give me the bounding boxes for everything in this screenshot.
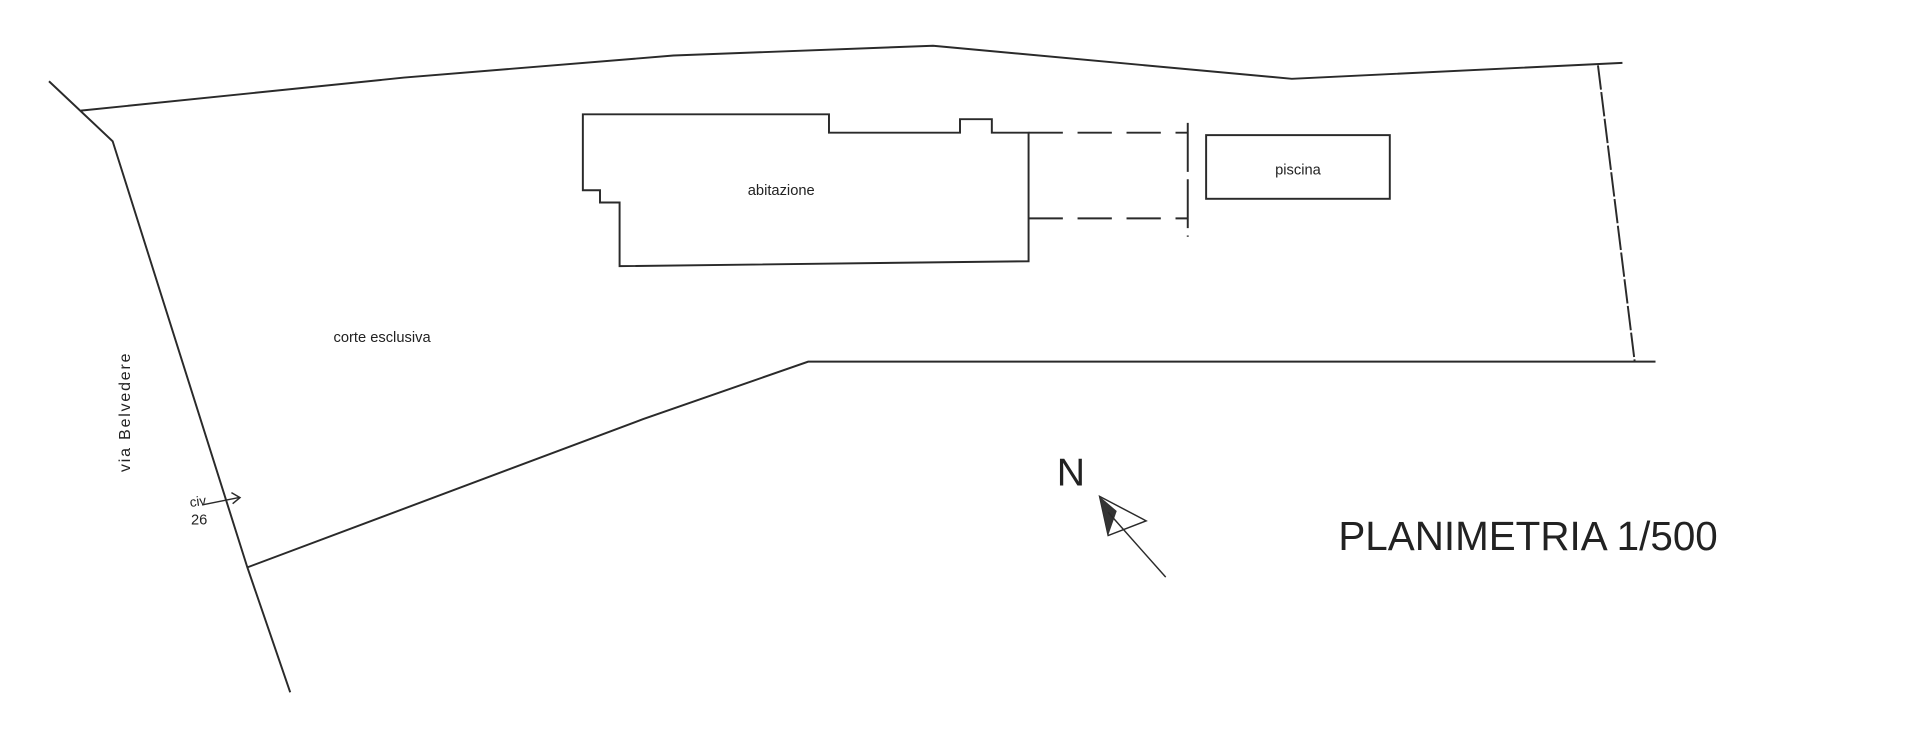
plan-title: PLANIMETRIA 1/500	[1338, 513, 1717, 559]
north-boundary-line	[80, 44, 1623, 112]
courtyard-label: corte esclusiva	[333, 330, 431, 346]
lot-boundary	[48, 44, 1656, 693]
north-label: N	[1057, 451, 1085, 494]
south-boundary-line	[247, 360, 1656, 569]
street-label: via Belvedere	[117, 352, 134, 472]
house-label: abitazione	[748, 183, 815, 199]
civic-number: 26	[191, 513, 207, 529]
civic-number-marker: civ 26	[189, 492, 242, 529]
pool-label: piscina	[1275, 162, 1322, 178]
pool-outline	[1205, 134, 1391, 200]
street-edge-line	[48, 80, 292, 693]
covered-area-dashed	[1028, 122, 1189, 237]
north-arrow-icon: N	[1057, 451, 1167, 578]
civic-label: civ	[189, 493, 208, 510]
east-boundary-line	[1596, 65, 1636, 362]
